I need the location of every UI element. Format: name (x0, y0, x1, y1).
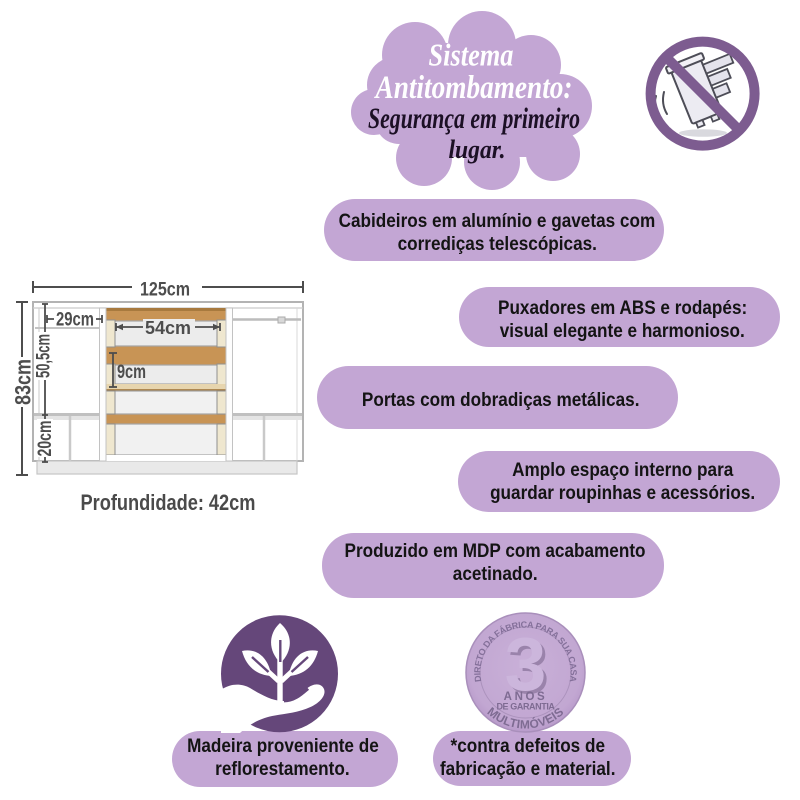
svg-text:Antitombamento:: Antitombamento: (374, 70, 573, 106)
svg-text:50,5cm: 50,5cm (33, 334, 55, 378)
svg-text:54cm: 54cm (145, 318, 191, 338)
svg-text:Segurança em primeiro: Segurança em primeiro (368, 102, 580, 135)
svg-text:125cm: 125cm (140, 280, 190, 301)
svg-text:29cm: 29cm (56, 310, 94, 331)
svg-text:Profundidade: 42cm: Profundidade: 42cm (81, 490, 256, 515)
svg-text:3: 3 (505, 622, 547, 706)
svg-text:83cm: 83cm (11, 359, 36, 405)
svg-text:lugar.: lugar. (449, 135, 506, 164)
svg-text:9cm: 9cm (117, 362, 146, 383)
svg-text:ANOS: ANOS (504, 691, 548, 703)
svg-text:Sistema: Sistema (429, 37, 514, 73)
svg-text:3: 3 (508, 625, 550, 709)
svg-text:DE GARANTIA: DE GARANTIA (496, 702, 555, 712)
svg-text:20cm: 20cm (34, 421, 56, 457)
